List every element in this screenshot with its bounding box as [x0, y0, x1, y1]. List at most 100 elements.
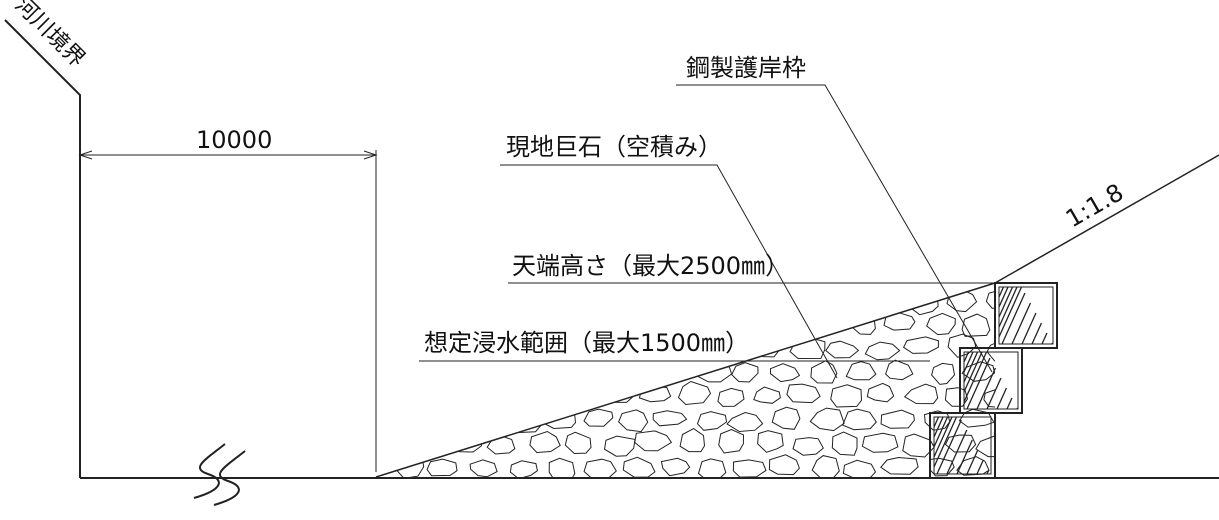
- frame-hatch-line: [1006, 397, 1013, 410]
- stone-shape: [732, 459, 767, 477]
- frame-hatch-line: [1001, 292, 1026, 345]
- stone-shape: [377, 335, 406, 357]
- frame-hatch-line: [963, 351, 974, 373]
- stone-shape: [604, 290, 632, 315]
- stone-shape: [415, 434, 448, 456]
- frame-hatch-line: [998, 286, 1009, 308]
- frame-hatch-line: [963, 351, 979, 383]
- stone-shape: [414, 386, 449, 404]
- frame-hatch-line: [963, 351, 983, 393]
- stone-shape: [861, 432, 899, 453]
- stone-shape: [880, 456, 919, 475]
- stone-shape: [583, 408, 614, 427]
- assumed-flood-label: 想定浸水範囲（最大1500㎜）: [424, 329, 749, 357]
- stone-shape: [543, 407, 577, 430]
- frame-hatch-line: [998, 286, 1014, 318]
- frame-hatch-line: [956, 439, 973, 475]
- stone-shape: [961, 313, 991, 337]
- stone-shape: [792, 437, 824, 456]
- stone-shape: [502, 365, 535, 384]
- stone-shape: [524, 383, 553, 404]
- stone-shape: [831, 431, 858, 456]
- stone-shape: [508, 409, 544, 434]
- stone-shape: [902, 433, 935, 458]
- stone-shape: [697, 458, 727, 477]
- stone-shape: [564, 431, 592, 455]
- wavy-break-line-icon: [193, 443, 246, 506]
- stone-shape: [522, 288, 558, 314]
- stone-shape: [581, 360, 613, 384]
- stone-shape: [430, 410, 468, 432]
- stone-shape: [825, 340, 860, 359]
- frame-hatch-line: [936, 419, 962, 475]
- stone-shape: [680, 289, 712, 311]
- river-boundary-line: [4, 19, 81, 478]
- stone-shape: [812, 310, 845, 331]
- stone-shape: [509, 460, 538, 477]
- stone-shape: [871, 287, 900, 307]
- frame-hatch-line: [946, 429, 968, 475]
- stone-shape: [786, 383, 821, 404]
- stone-shape: [885, 359, 914, 381]
- stone-shape: [558, 289, 595, 310]
- stone-shape: [809, 407, 845, 432]
- stone-shape: [602, 385, 636, 403]
- stone-shape: [902, 336, 939, 354]
- stone-shape: [768, 312, 802, 336]
- stone-shape: [906, 291, 939, 316]
- embankment-slope-line: [375, 282, 996, 478]
- stone-shape: [467, 358, 500, 382]
- frame-hatch-line: [986, 377, 1002, 410]
- stone-shape: [618, 409, 649, 433]
- stone-shape: [622, 456, 656, 477]
- stone-shape: [750, 335, 782, 358]
- stone-shape: [768, 454, 800, 476]
- stone-shape: [488, 287, 517, 308]
- frame-hatch-line: [986, 469, 990, 475]
- stone-shape: [931, 362, 956, 385]
- stone-shape: [426, 458, 458, 477]
- crest-height-label: 天端高さ（最大2500㎜）: [512, 252, 789, 280]
- slope-ratio-label: 1:1.8: [1061, 178, 1128, 233]
- stone-shape: [529, 430, 561, 454]
- stone-shape: [731, 362, 759, 383]
- stone-shape: [486, 436, 516, 455]
- stone-shape: [946, 289, 978, 313]
- steel-frames: [929, 282, 1058, 479]
- stone-shape: [548, 457, 576, 477]
- width-dimension: [78, 150, 378, 472]
- stone-shape: [842, 408, 877, 431]
- frame-hatch-line: [933, 416, 958, 468]
- frame-hatch-line: [933, 416, 944, 438]
- stone-shape: [794, 286, 822, 309]
- frame-hatch-line: [963, 351, 988, 403]
- stone-shape: [845, 361, 877, 381]
- stone-shape: [748, 285, 787, 309]
- stone-shape: [469, 412, 504, 431]
- stone-shape: [866, 382, 895, 403]
- stone-shape: [603, 435, 636, 457]
- stone-shape: [376, 291, 403, 310]
- width-dimension-label: 10000: [196, 126, 272, 154]
- local-stones-label: 現地巨石（空積み）: [506, 133, 722, 161]
- frame-hatch-line: [998, 286, 1023, 338]
- stone-shape: [652, 410, 688, 427]
- stone-shape: [717, 387, 745, 407]
- frame-hatch-line: [996, 387, 1008, 410]
- frame-hatch-line: [998, 286, 1005, 298]
- stone-shape: [376, 430, 403, 452]
- stone-shape: [677, 380, 712, 406]
- stone-shape: [469, 459, 498, 477]
- frame-hatch-line: [976, 459, 984, 475]
- stone-shape: [753, 386, 781, 404]
- stone-shape: [983, 388, 995, 409]
- stone-shape: [394, 410, 426, 433]
- steel-frame-label: 鋼製護岸枠: [686, 54, 806, 82]
- leader-local-stones: [500, 164, 838, 379]
- frame-hatch-line: [998, 286, 1018, 328]
- stone-shape: [489, 388, 526, 409]
- stone-shape: [541, 360, 568, 381]
- frame-hatch-line: [966, 357, 991, 410]
- stone-shape: [757, 430, 784, 453]
- stone-shape: [842, 459, 877, 477]
